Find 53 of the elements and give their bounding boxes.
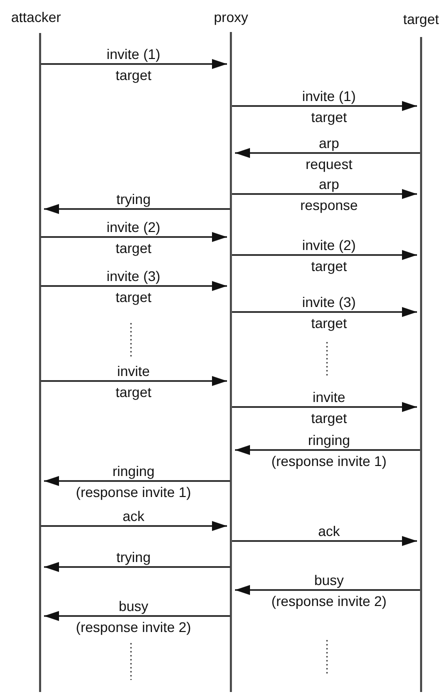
message-detail: target <box>116 67 152 83</box>
message-arrow <box>232 101 417 111</box>
message-detail: (response invite 1) <box>271 453 387 469</box>
edge-label: busy <box>314 572 344 588</box>
edge-label: ack <box>318 523 340 539</box>
edge-label: busy <box>118 598 148 614</box>
message-detail: (response invite 2) <box>76 619 192 635</box>
edge-label: trying <box>116 191 151 207</box>
participant-label: target <box>403 11 439 27</box>
participant-label: attacker <box>11 9 61 25</box>
edge-label: arp <box>318 135 340 151</box>
message-detail: target <box>311 109 347 125</box>
message-arrow <box>232 250 417 260</box>
edge-label: invite <box>117 363 150 379</box>
edge-label: arp <box>318 176 340 192</box>
edge-label: trying <box>116 549 151 565</box>
edge-label: invite (1) <box>106 46 160 62</box>
participant-label: proxy <box>214 9 248 25</box>
message-detail: target <box>311 258 347 274</box>
message-detail: request <box>306 156 352 172</box>
message-detail: target <box>116 240 152 256</box>
edge-label: ack <box>122 508 144 524</box>
message-detail: target <box>311 410 347 426</box>
message-arrow <box>41 232 227 242</box>
edge-label: invite <box>312 389 346 405</box>
message-detail: (response invite 2) <box>271 593 387 609</box>
message-detail: (response invite 1) <box>76 484 192 500</box>
message-arrow <box>41 59 227 69</box>
edge-label: ringing <box>112 463 155 479</box>
message-arrow <box>232 189 417 199</box>
message-arrow <box>235 585 420 595</box>
message-arrow <box>44 562 230 572</box>
message-arrow <box>235 445 420 455</box>
message-detail: response <box>300 197 358 213</box>
message-arrow <box>44 204 230 214</box>
message-arrow <box>232 402 417 412</box>
message-arrow <box>41 521 227 531</box>
message-detail: target <box>116 384 152 400</box>
edge-label: invite (2) <box>106 219 160 235</box>
message-arrow <box>235 148 420 158</box>
edge-label: ringing <box>308 432 350 448</box>
edge-label: invite (1) <box>302 88 356 104</box>
message-detail: target <box>116 289 152 305</box>
edge-label: invite (2) <box>302 237 356 253</box>
message-arrow <box>232 307 417 317</box>
message-arrow <box>41 281 227 291</box>
edge-label: invite (3) <box>106 268 160 284</box>
message-arrow <box>44 611 230 621</box>
message-detail: target <box>311 315 347 331</box>
message-arrow <box>41 376 227 386</box>
message-arrow <box>232 536 417 546</box>
message-arrow <box>44 476 230 486</box>
edge-label: invite (3) <box>302 294 356 310</box>
